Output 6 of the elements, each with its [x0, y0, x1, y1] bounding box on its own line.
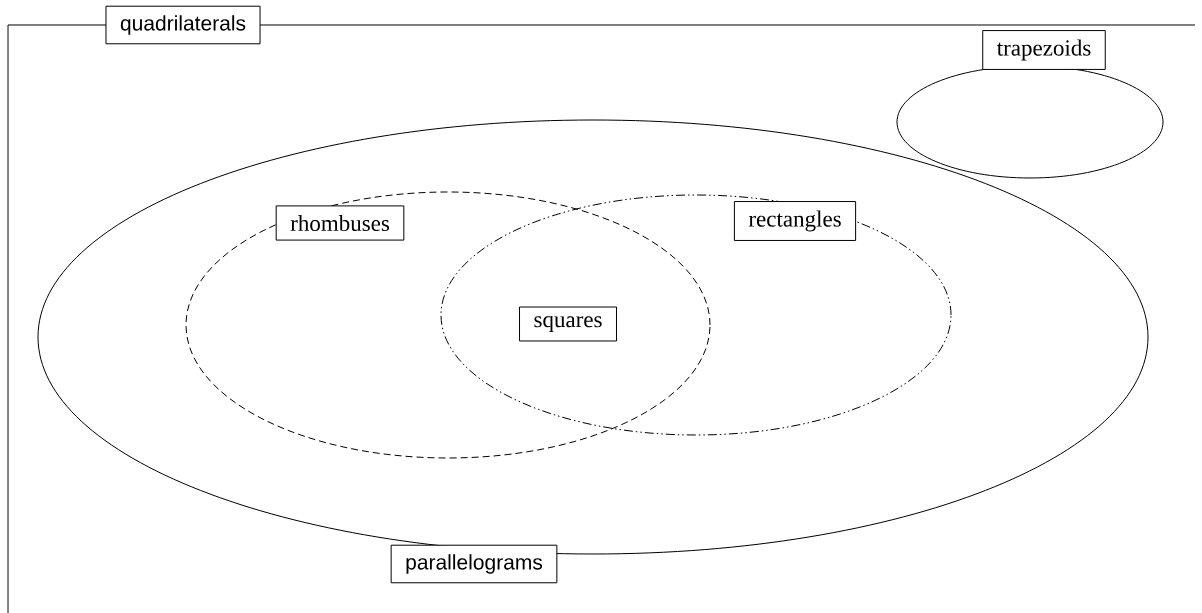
set-label: trapezoids: [982, 30, 1106, 70]
set-label: rectangles: [733, 201, 857, 241]
set-label: quadrilaterals: [105, 5, 261, 45]
set-label: parallelograms: [390, 544, 558, 584]
set-label: rhombuses: [275, 205, 405, 241]
set-box: squares: [519, 306, 617, 342]
